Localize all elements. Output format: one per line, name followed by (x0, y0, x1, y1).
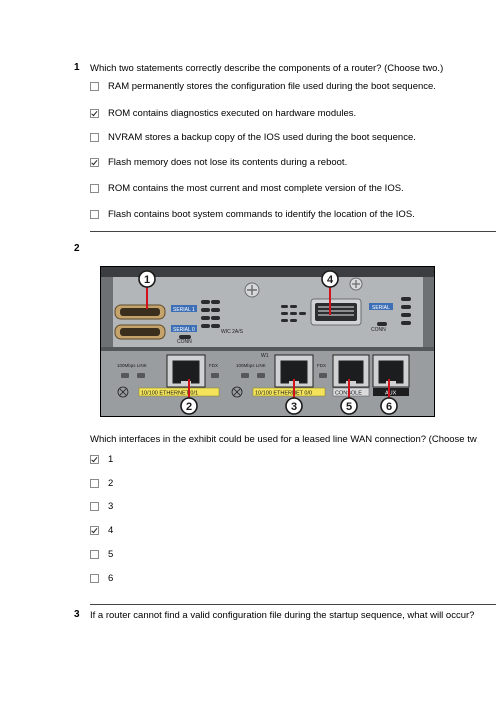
serial0-label: SERIAL 0 (173, 327, 195, 333)
callout-4: 4 (327, 274, 334, 286)
checkbox[interactable] (90, 209, 99, 219)
question-divider (90, 231, 496, 232)
checkbox[interactable] (90, 108, 99, 118)
option-label: 5 (108, 548, 114, 560)
checkbox[interactable] (90, 549, 99, 559)
option-label: 2 (108, 477, 114, 489)
checkbox[interactable] (90, 81, 99, 91)
q1-option-5[interactable]: ROM contains the most current and most c… (90, 182, 404, 194)
question-2-text: Which interfaces in the exhibit could be… (90, 434, 477, 445)
fdx1-label: FDX (209, 363, 218, 368)
option-label: NVRAM stores a backup copy of the IOS us… (108, 131, 416, 143)
option-label: Flash memory does not lose its contents … (108, 156, 348, 168)
q1-option-6[interactable]: Flash contains boot system commands to i… (90, 208, 415, 220)
option-label: 3 (108, 500, 114, 512)
q2-option-4[interactable]: 4 (90, 524, 113, 536)
eth00-label: 10/100 ETHERNET 0/0 (255, 391, 312, 397)
q2-option-3[interactable]: 3 (90, 500, 113, 512)
option-label: RAM permanently stores the configuration… (108, 80, 436, 92)
callout-5: 5 (346, 401, 352, 413)
q1-option-4[interactable]: Flash memory does not lose its contents … (90, 156, 347, 168)
question-3-text: If a router cannot find a valid configur… (90, 610, 475, 621)
callout-1: 1 (144, 274, 150, 286)
q1-option-3[interactable]: NVRAM stores a backup copy of the IOS us… (90, 131, 416, 143)
callout-2: 2 (186, 401, 192, 413)
checkbox[interactable] (90, 454, 99, 464)
checkbox[interactable] (90, 132, 99, 142)
checkbox[interactable] (90, 501, 99, 511)
option-label: ROM contains the most current and most c… (108, 182, 404, 194)
checkbox[interactable] (90, 478, 99, 488)
option-label: 6 (108, 572, 114, 584)
serial-right-label: SERIAL (372, 305, 390, 311)
option-label: Flash contains boot system commands to i… (108, 208, 415, 220)
link1-label: 100Mbps LINK (117, 363, 147, 368)
question-3-number: 3 (74, 609, 80, 620)
aux-label: AUX (385, 391, 397, 397)
q2-option-2[interactable]: 2 (90, 477, 113, 489)
q1-option-1[interactable]: RAM permanently stores the configuration… (90, 80, 436, 92)
wic-label: WIC 2A/S (221, 329, 244, 335)
question-2-number: 2 (74, 243, 80, 254)
eth01-label: 10/100 ETHERNET 0/1 (141, 391, 198, 397)
option-label: ROM contains diagnostics executed on har… (108, 107, 357, 119)
w1-label: W1 (261, 353, 269, 359)
conn-right-label: CONN (371, 327, 386, 333)
option-label: 1 (108, 453, 114, 465)
router-exhibit-image: SERIAL 1 SERIAL 0 CONN WIC 2A/S SERIAL C… (100, 266, 435, 417)
q2-option-1[interactable]: 1 (90, 453, 113, 465)
checkbox[interactable] (90, 183, 99, 193)
q2-option-5[interactable]: 5 (90, 548, 113, 560)
link2-label: 100Mbps LINK (236, 363, 266, 368)
question-1-number: 1 (74, 62, 80, 73)
q2-option-6[interactable]: 6 (90, 572, 113, 584)
q1-option-2[interactable]: ROM contains diagnostics executed on har… (90, 107, 356, 119)
checkbox[interactable] (90, 573, 99, 583)
callout-3: 3 (291, 401, 297, 413)
question-divider (90, 604, 496, 605)
question-1-text: Which two statements correctly describe … (90, 63, 444, 74)
serial1-label: SERIAL 1 (173, 307, 195, 313)
callout-6: 6 (386, 401, 392, 413)
conn-left-label: CONN (177, 339, 192, 345)
checkbox[interactable] (90, 525, 99, 535)
fdx2-label: FDX (317, 363, 326, 368)
option-label: 4 (108, 524, 114, 536)
checkbox[interactable] (90, 157, 99, 167)
